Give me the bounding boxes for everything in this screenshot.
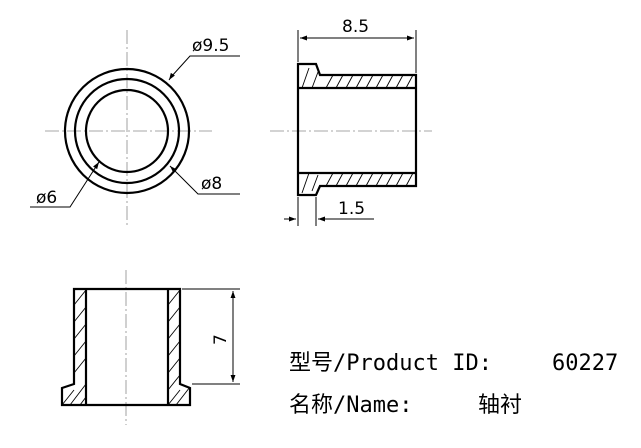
length-dimension-label: 8.5 xyxy=(342,17,369,37)
middle-diameter-label: ø8 xyxy=(201,174,222,194)
section-view-outline xyxy=(60,287,192,407)
side-view: 8.5 1.5 xyxy=(270,17,432,226)
side-view-outline xyxy=(296,62,418,197)
name-value: 轴衬 xyxy=(478,393,522,418)
inner-circle xyxy=(84,88,170,174)
outer-circle xyxy=(63,67,191,195)
model-value: 60227 xyxy=(552,351,618,376)
inner-diameter-label: ø6 xyxy=(36,188,57,208)
name-label: 名称/Name: xyxy=(289,393,412,418)
end-view: ø9.5 ø8 ø6 xyxy=(30,30,240,225)
inner-diameter-leader xyxy=(30,161,100,208)
section-view-right-wall-hatch xyxy=(167,289,191,406)
section-view: 7 xyxy=(60,270,240,425)
height-dimension-label: 7 xyxy=(211,334,231,345)
flange-dimension-label: 1.5 xyxy=(338,199,365,219)
middle-diameter-leader xyxy=(171,167,240,195)
model-label: 型号/Product ID: xyxy=(289,351,492,376)
middle-circle xyxy=(73,77,181,185)
title-block: 型号/Product ID: 60227 名称/Name: 轴衬 xyxy=(289,351,618,418)
side-view-lower-wall-hatch xyxy=(301,172,414,194)
side-view-upper-wall-hatch xyxy=(301,67,414,89)
outer-diameter-label: ø9.5 xyxy=(192,36,229,56)
section-view-left-wall-hatch xyxy=(61,289,87,406)
outer-diameter-leader xyxy=(170,55,240,78)
